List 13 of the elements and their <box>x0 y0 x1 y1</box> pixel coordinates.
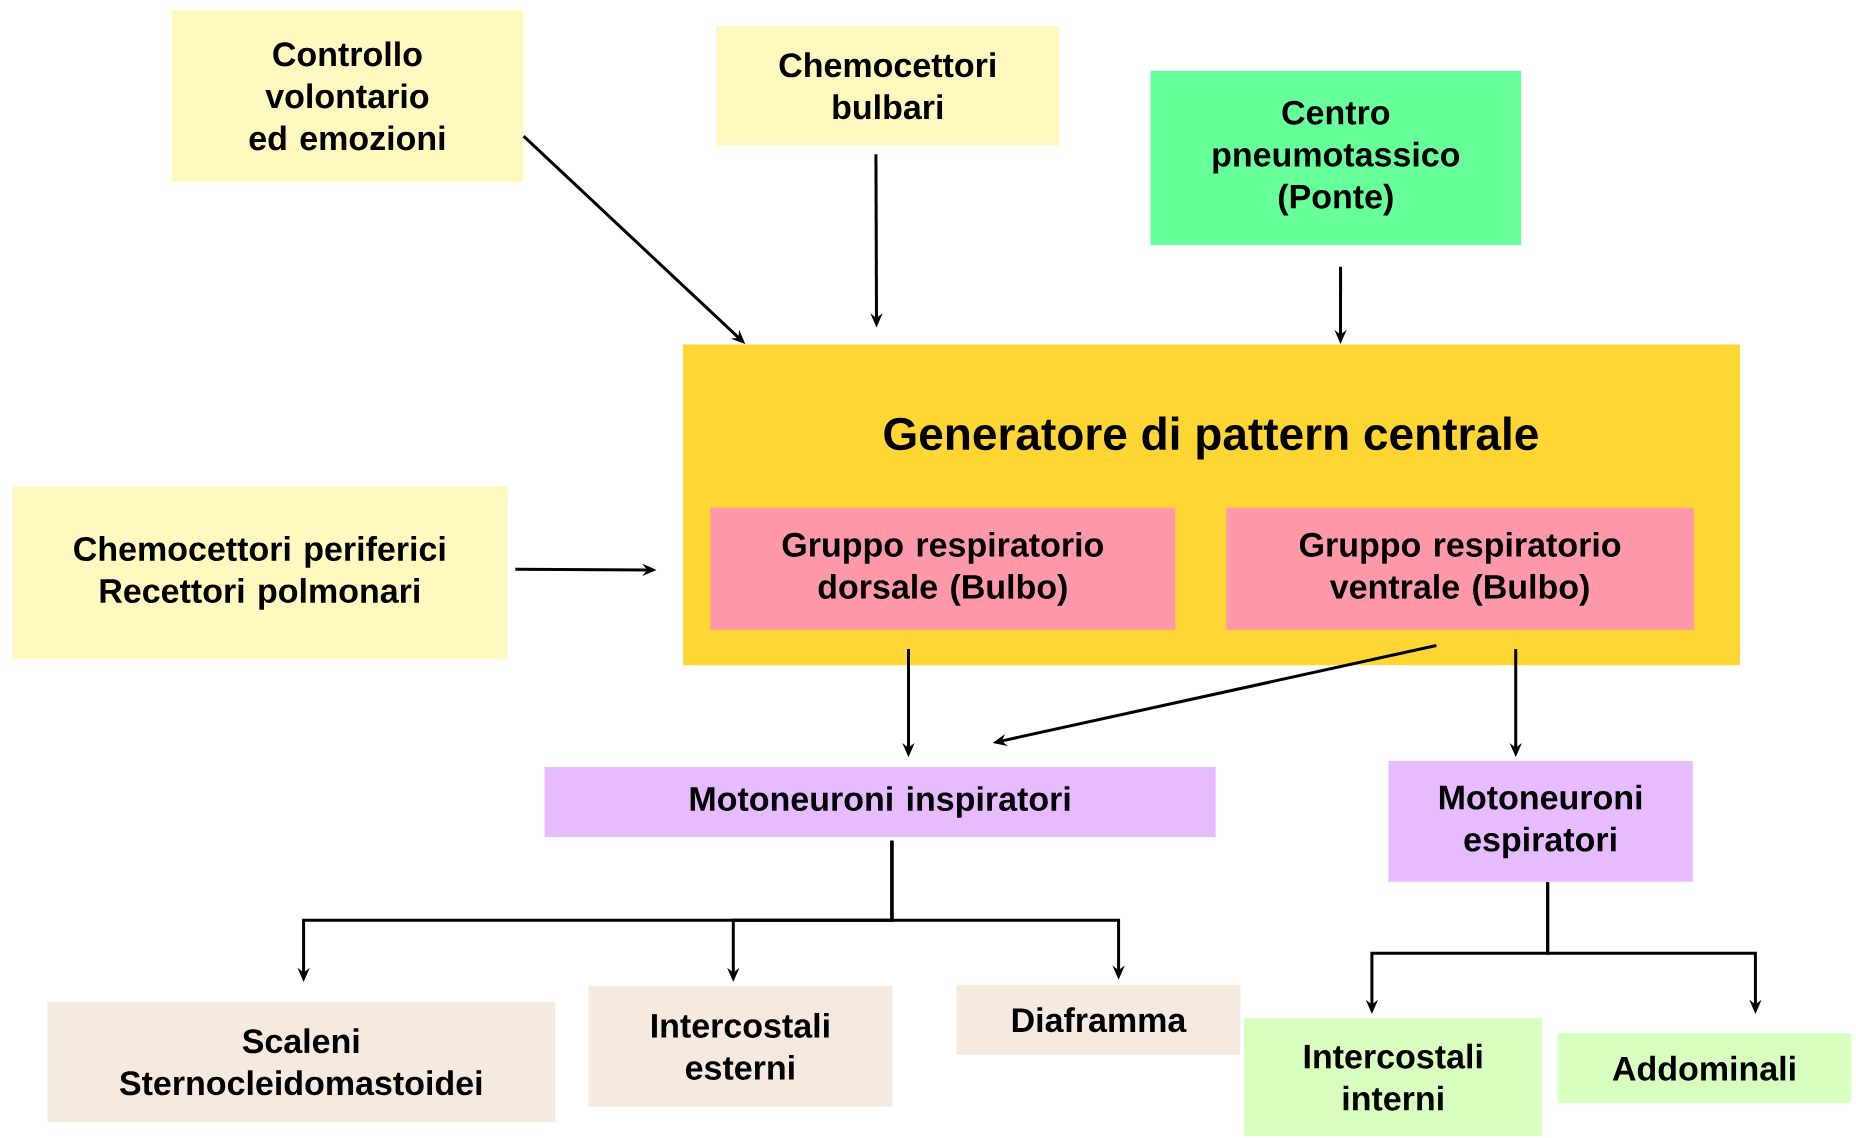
process-box: Intercostali esterni <box>588 986 893 1107</box>
process-box: Chemocettori periferici Recettori polmonari <box>11 486 508 660</box>
process-box: Scaleni Sternocleidomastoidei <box>47 1001 556 1123</box>
process-box: Centro pneumotassico (Ponte) <box>1150 71 1522 246</box>
process-box: Motoneuroni espiratori <box>1388 761 1693 883</box>
process-box: Controllo volontario ed emozioni <box>171 9 524 183</box>
process-box: Diaframma <box>956 985 1241 1055</box>
process-box: Gruppo respiratorio ventrale (Bulbo) <box>1226 508 1694 630</box>
process-box: Motoneuroni inspiratori <box>544 767 1216 838</box>
process-box: Chemocettori bulbari <box>716 26 1060 146</box>
process-box: Intercostali interni <box>1244 1018 1543 1137</box>
process-box: Addominali <box>1557 1033 1852 1104</box>
process-box: Gruppo respiratorio dorsale (Bulbo) <box>710 508 1176 630</box>
